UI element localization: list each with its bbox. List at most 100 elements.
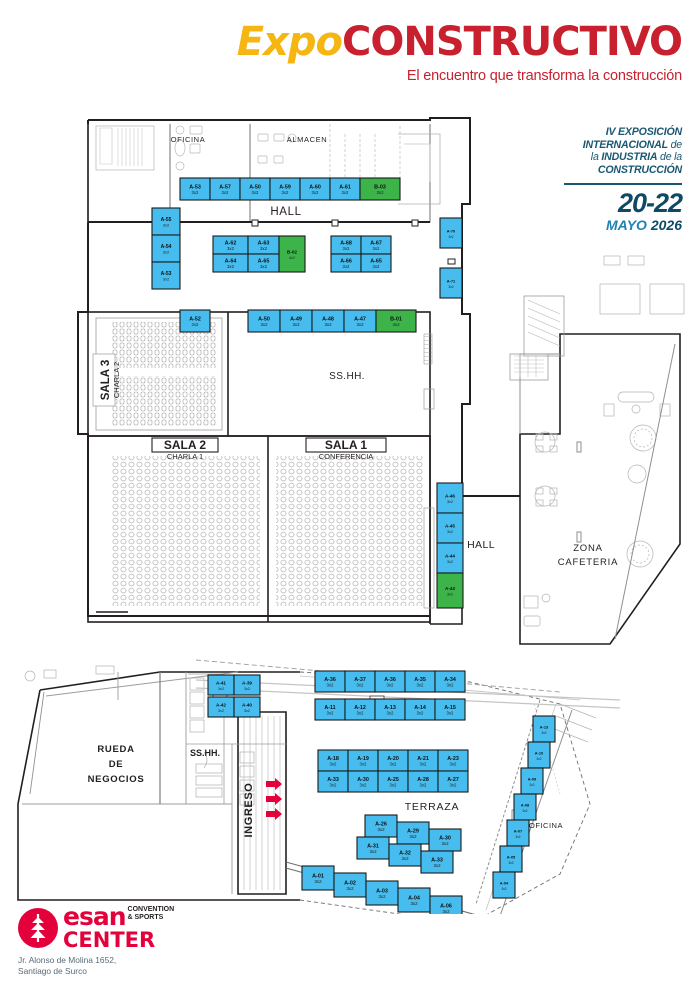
booth-rect[interactable]	[233, 674, 261, 696]
booth-rect[interactable]	[151, 261, 181, 290]
booth-rect[interactable]	[439, 217, 463, 249]
booth-rect[interactable]	[233, 696, 261, 718]
booth-rect[interactable]	[360, 253, 392, 273]
booth-rect[interactable]	[397, 887, 431, 913]
booth-rect[interactable]	[434, 698, 466, 721]
booth-rect[interactable]	[375, 309, 417, 333]
booth-group-right-diagonal-column[interactable]: A-133x2A-103x2A-093x2A-083x2A-073x2A-053…	[492, 715, 556, 899]
booth-rect[interactable]	[179, 309, 211, 333]
booth-rect[interactable]	[365, 880, 399, 906]
booth-rect[interactable]	[359, 177, 401, 201]
booth-rect[interactable]	[437, 770, 469, 793]
floorplan-svg[interactable]: OFICINA ALMACEN HALL SS.HH. HALL ZONA CA…	[0, 104, 700, 914]
booth-rect[interactable]	[333, 872, 367, 898]
booth-rect[interactable]	[436, 542, 464, 574]
booth-rect[interactable]	[492, 871, 516, 899]
booths-layer[interactable]: A-533x2A-573x2A-503x2A-593x2A-603x2A-613…	[151, 177, 556, 914]
booth-group-terraza-row-top-right[interactable]: A-363x2A-373x2A-363x2A-353x2A-343x2A-113…	[314, 670, 466, 721]
booth-group-mid-row-south[interactable]: A-523x2A-503x2A-493x2A-483x2A-473x2B-014…	[179, 309, 417, 333]
booth-rect[interactable]	[434, 670, 466, 693]
booth-rect[interactable]	[301, 865, 335, 891]
booth-rect[interactable]	[436, 512, 464, 544]
booth-rect[interactable]	[429, 895, 463, 914]
booth-rect[interactable]	[151, 234, 181, 263]
booth-group-top-row-north[interactable]: A-533x2A-573x2A-503x2A-593x2A-603x2A-613…	[179, 177, 401, 201]
booth-group-terraza-grid-mid[interactable]: A-183x2A-193x2A-203x2A-213x2A-233x2A-333…	[317, 749, 469, 793]
booth-rect[interactable]	[436, 572, 464, 609]
booth-rect[interactable]	[439, 267, 463, 299]
